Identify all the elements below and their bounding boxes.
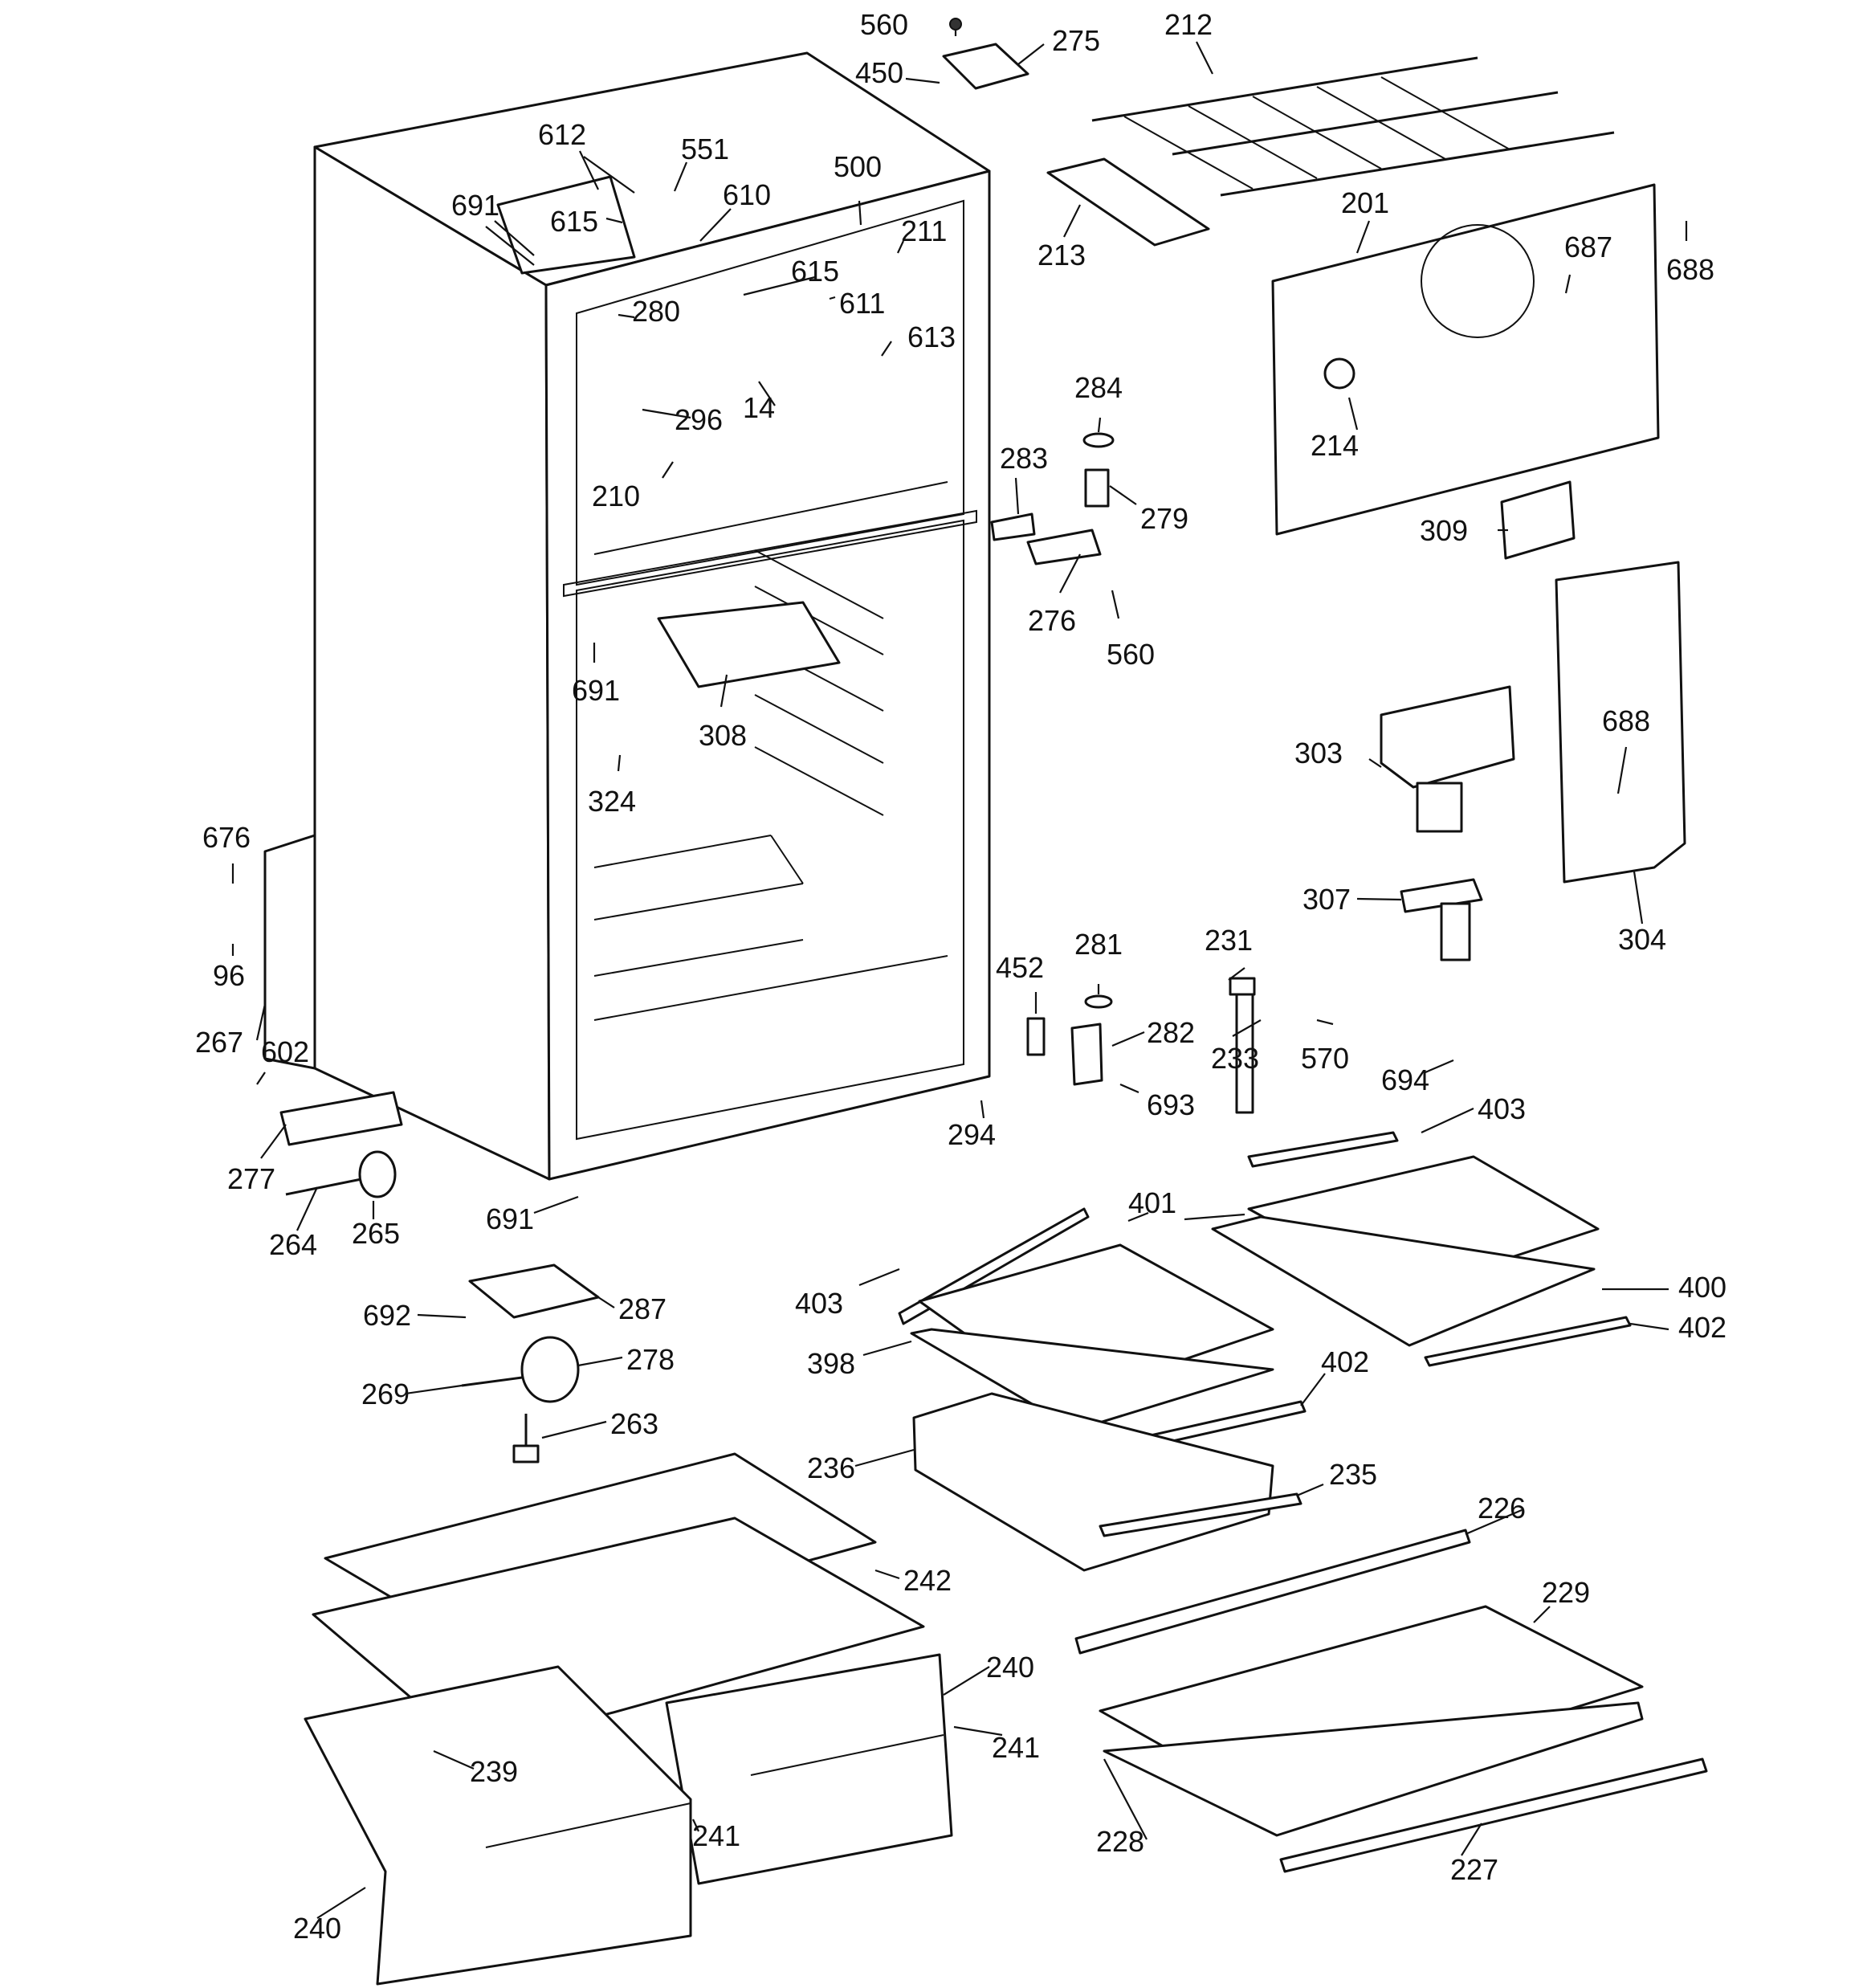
label-283-hinge-shim: 283 — [1000, 442, 1048, 475]
damper-frame — [1400, 878, 1483, 961]
ice-cube-tray — [1046, 157, 1210, 247]
label-282-hinge: 282 — [1147, 1016, 1195, 1049]
label-611-bracket: 611 — [839, 287, 885, 320]
label-691-screw-top: 691 — [451, 189, 499, 222]
hinge-and-pivot-parts — [1026, 977, 1256, 1114]
label-239-support: 239 — [470, 1755, 518, 1788]
upper-glass-shelf-right — [1211, 1131, 1632, 1367]
label-694-screw: 694 — [1381, 1063, 1429, 1096]
label-692-screw: 692 — [363, 1299, 411, 1332]
label-96-screw: 96 — [213, 959, 245, 992]
label-324-plug: 324 — [588, 785, 636, 818]
label-687-screw: 687 — [1564, 231, 1612, 263]
label-398-shelf-frame: 398 — [807, 1347, 855, 1380]
label-294-plug: 294 — [948, 1118, 996, 1151]
leader-lines — [231, 31, 1688, 1919]
label-560-screw-mid: 560 — [1107, 638, 1155, 671]
left-crisper-pan — [304, 1665, 692, 1986]
label-402-shelf-trim-right: 402 — [1678, 1311, 1726, 1344]
label-615-grommet-top: 615 — [550, 205, 598, 238]
label-280-duct: 280 — [632, 295, 680, 328]
callout-labels: 560 275 450 212 612 551 500 691 610 615 … — [195, 8, 1726, 1945]
label-275-top-hinge: 275 — [1052, 24, 1100, 57]
label-281-washer: 281 — [1074, 928, 1123, 961]
label-304-control-housing: 304 — [1618, 923, 1666, 956]
label-233-support: 233 — [1211, 1042, 1259, 1075]
label-242-crisper-cover: 242 — [903, 1564, 952, 1597]
label-264-axle: 264 — [269, 1228, 317, 1261]
label-691-screw-mid: 691 — [572, 674, 620, 707]
label-14-screw: 14 — [743, 391, 775, 424]
label-676-screw: 676 — [202, 821, 251, 854]
freezer-wire-shelf — [1091, 56, 1615, 197]
fresh-food-control-housing — [1555, 561, 1686, 884]
label-400-shelf-frame: 400 — [1678, 1271, 1726, 1304]
label-plate — [1500, 480, 1576, 560]
label-226-shelf-trim: 226 — [1478, 1492, 1526, 1525]
label-211-knob: 211 — [901, 214, 947, 247]
label-401-glass: 401 — [1128, 1186, 1176, 1219]
label-309-label-plate: 309 — [1420, 514, 1468, 547]
label-284-washer: 284 — [1074, 371, 1123, 404]
label-613-fan-blade: 613 — [907, 320, 956, 353]
label-688-screw-top: 688 — [1666, 253, 1714, 286]
label-229-glass: 229 — [1542, 1576, 1590, 1609]
label-228-shelf-frame: 228 — [1096, 1825, 1144, 1858]
label-267-side-trim: 267 — [195, 1026, 243, 1059]
label-602-screw: 602 — [261, 1035, 309, 1068]
label-450-hinge-shim: 450 — [855, 56, 903, 89]
label-241-pan-trim-right: 241 — [992, 1731, 1040, 1764]
label-240-crisper-pan-right: 240 — [986, 1651, 1034, 1684]
label-612-bracket: 612 — [538, 118, 586, 151]
label-287-leveling-bracket: 287 — [618, 1292, 667, 1325]
lower-glass-shelf — [1074, 1529, 1708, 1873]
label-691-screw-bottom: 691 — [486, 1202, 534, 1235]
label-276-center-hinge: 276 — [1028, 604, 1076, 637]
label-296-bracket: 296 — [675, 403, 723, 436]
label-615-grommet-mid: 615 — [791, 255, 839, 288]
label-236-crisper-drawer: 236 — [807, 1451, 855, 1484]
label-551-screw: 551 — [681, 133, 729, 165]
label-402-shelf-trim-left: 402 — [1321, 1345, 1369, 1378]
label-688-screw-lower: 688 — [1602, 704, 1650, 737]
label-278-roller: 278 — [626, 1343, 675, 1376]
evaporator-cover — [1271, 183, 1660, 536]
label-610-thermostat: 610 — [723, 178, 771, 211]
label-265-roller: 265 — [352, 1217, 400, 1250]
label-500-bumper: 500 — [834, 150, 882, 183]
label-279-hinge-pin: 279 — [1140, 502, 1188, 535]
label-213-ice-tray: 213 — [1037, 239, 1086, 271]
center-hinge-assembly — [990, 432, 1115, 565]
label-227-shelf-trim: 227 — [1450, 1853, 1498, 1886]
label-240-crisper-pan-left: 240 — [293, 1912, 341, 1945]
label-307-damper-frame: 307 — [1302, 883, 1351, 916]
label-231-stop: 231 — [1205, 924, 1253, 957]
label-269-axle: 269 — [361, 1378, 410, 1410]
crisper-drawer — [912, 1392, 1302, 1572]
leveling-leg-and-roller — [461, 1263, 600, 1463]
label-403-shelf-trim-right: 403 — [1478, 1092, 1526, 1125]
label-308-shelf: 308 — [699, 719, 747, 752]
label-241-pan-trim-left: 241 — [692, 1819, 740, 1852]
label-277-base-bracket: 277 — [227, 1162, 275, 1195]
label-560-top-screw: 560 — [860, 8, 908, 41]
side-trim-and-rollers — [263, 834, 403, 1198]
label-303-damper-control: 303 — [1294, 737, 1343, 769]
label-452-bracket: 452 — [996, 951, 1044, 984]
top-hinge-assembly — [942, 18, 1029, 90]
label-212-wire-shelf: 212 — [1164, 8, 1213, 41]
upper-glass-shelf-left — [898, 1207, 1307, 1457]
label-201-evaporator-cover: 201 — [1341, 186, 1389, 219]
refrigerator-cabinet — [313, 51, 991, 1181]
label-693-screw: 693 — [1147, 1088, 1195, 1121]
label-210-screw: 210 — [592, 480, 640, 512]
label-235-drawer-trim: 235 — [1329, 1458, 1377, 1491]
air-damper-control — [1380, 685, 1515, 833]
label-263-leveling-leg: 263 — [610, 1407, 658, 1440]
label-570-screw: 570 — [1301, 1042, 1349, 1075]
label-403-shelf-trim-left: 403 — [795, 1287, 843, 1320]
label-214-plug: 214 — [1311, 429, 1359, 462]
